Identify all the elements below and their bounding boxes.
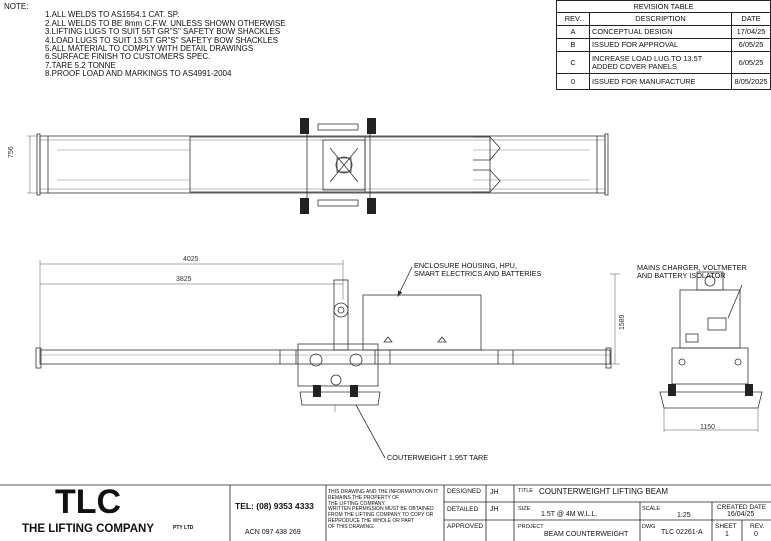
revision-header-rev: REV. xyxy=(556,12,590,26)
callout-charger-line2: AND BATTERY ISOLATOR xyxy=(637,271,726,280)
note-item: 2.ALL WELDS TO BE 8mm C.F.W. UNLESS SHOW… xyxy=(45,18,286,28)
revision-desc: ISSUED FOR APPROVAL xyxy=(589,38,732,52)
designed-value: JH xyxy=(490,489,499,496)
revision-date: 6/05/25 xyxy=(731,51,771,74)
revision-desc: INCREASE LOAD LUG TO 13.5T xyxy=(592,53,703,63)
dim-end-width: 1150 xyxy=(700,424,716,431)
revision-date: 17/04/25 xyxy=(731,25,771,39)
company-logo: TLC xyxy=(55,483,122,521)
note-item: 3.LIFTING LUGS TO SUIT 55T GR"S" SAFETY … xyxy=(45,27,281,37)
copyright-line: OF THIS DRAWING. xyxy=(328,523,375,530)
revision-rev: C xyxy=(556,51,590,74)
note-item: 1.ALL WELDS TO AS1554.1 CAT. SP. xyxy=(45,10,180,20)
callout-counterweight: COUTERWEIGHT 1.95T TARE xyxy=(387,453,489,462)
scale-value: 1:25 xyxy=(677,512,691,519)
note-item: 7.TARE 5.2 TONNE xyxy=(45,60,116,70)
note-item: 5.ALL MATERIAL TO COMPLY WITH DETAIL DRA… xyxy=(45,44,254,54)
revision-header-description: DESCRIPTION xyxy=(589,12,732,26)
notes-block: NOTE: 1.ALL WELDS TO AS1554.1 CAT. SP. 2… xyxy=(4,2,286,79)
revision-desc: ISSUED FOR MANUFACTURE xyxy=(589,73,732,90)
revision-date: 6/05/25 xyxy=(731,38,771,52)
copyright-line: THE LIFTING COMPANY. xyxy=(328,500,386,507)
callout-enclosure-line1: ENCLOSURE HOUSING, HPU, xyxy=(414,261,517,270)
dim-top-width: 756 xyxy=(8,146,15,158)
revision-row: C INCREASE LOAD LUG TO 13.5T ADDED COVER… xyxy=(556,51,771,74)
copyright-notice: THIS DRAWING AND THE INFORMATION ON IT R… xyxy=(328,489,439,531)
revision-rev: A xyxy=(556,25,590,39)
copyright-line: REMAINS THE PROPERTY OF xyxy=(328,494,400,501)
company-tel: TEL: (08) 9353 4333 xyxy=(235,501,314,511)
created-label: CREATED DATE xyxy=(717,504,767,511)
title-label: TITLE xyxy=(518,488,533,494)
copyright-line: FROM THE LIFTING COMPANY TO COPY OR xyxy=(328,512,434,519)
dim-height: 1589 xyxy=(619,314,626,330)
notes-heading: NOTE: xyxy=(4,2,29,11)
revision-row: A CONCEPTUAL DESIGN 17/04/25 xyxy=(556,25,771,39)
callout-enclosure-line2: SMART ELECTRICS AND BATTERIES xyxy=(414,269,542,278)
company-acn: ACN 097 438 269 xyxy=(245,529,301,536)
revision-table: REVISION TABLE REV. DESCRIPTION DATE A C… xyxy=(556,0,771,90)
callout-charger: MAINS CHARGER, VOLTMETER AND BATTERY ISO… xyxy=(637,264,747,280)
designed-label: DESIGNED xyxy=(447,488,481,495)
company-name: THE LIFTING COMPANY xyxy=(22,523,155,535)
dim-lug-length: 3825 xyxy=(176,276,192,283)
copyright-line: REPRODUCE THE WHOLE OR PART xyxy=(328,517,415,524)
project-label: PROJECT xyxy=(518,524,544,530)
revision-rev: B xyxy=(556,38,590,52)
scale-label: SCALE xyxy=(642,506,661,512)
copyright-line: WRITTEN PERMISSION MUST BE OBTAINED xyxy=(328,506,434,513)
revision-table-title: REVISION TABLE xyxy=(556,0,771,13)
revision-row: 0 ISSUED FOR MANUFACTURE 8/05/2025 xyxy=(556,73,771,90)
sheet-value: 1 xyxy=(725,531,729,538)
detailed-value: JH xyxy=(490,506,499,513)
created-value: 16/04/25 xyxy=(727,511,755,518)
end-view xyxy=(659,271,763,432)
rev-value: 0 xyxy=(754,531,758,538)
callout-charger-line1: MAINS CHARGER, VOLTMETER xyxy=(637,263,747,272)
revision-row: B ISSUED FOR APPROVAL 6/05/25 xyxy=(556,38,771,52)
revision-header-date: DATE xyxy=(731,12,771,26)
note-item: 4.LOAD LUGS TO SUIT 13.5T GR"S" SAFETY B… xyxy=(45,35,279,45)
project-value: BEAM COUNTERWEIGHT xyxy=(544,531,629,538)
callout-enclosure: ENCLOSURE HOUSING, HPU, SMART ELECTRICS … xyxy=(414,262,541,278)
revision-rev: 0 xyxy=(556,73,590,90)
dwg-value: TLC 02261-A xyxy=(661,529,703,536)
side-elevation xyxy=(35,260,620,459)
revision-desc-line2: ADDED COVER PANELS xyxy=(592,61,677,71)
revision-date: 8/05/2025 xyxy=(731,73,771,90)
size-label: SIZE xyxy=(518,506,531,512)
rev-label: REV. xyxy=(750,523,765,530)
company-suffix: PTY LTD xyxy=(173,525,194,531)
dim-overall-length: 4025 xyxy=(183,256,199,263)
plan-view xyxy=(27,118,609,214)
revision-desc-cell: INCREASE LOAD LUG TO 13.5T ADDED COVER P… xyxy=(589,51,732,74)
size-value: 1.5T @ 4M W.L.L. xyxy=(541,511,598,518)
revision-desc: CONCEPTUAL DESIGN xyxy=(589,25,732,39)
note-item: 6.SURFACE FINISH TO CUSTOMERS SPEC. xyxy=(45,52,211,62)
sheet-label: SHEET xyxy=(715,523,737,530)
approved-label: APPROVED xyxy=(447,523,484,530)
copyright-line: THIS DRAWING AND THE INFORMATION ON IT xyxy=(328,489,439,495)
dwg-label: DWG xyxy=(642,524,656,530)
title-block-frame xyxy=(0,484,771,541)
title-value: COUNTERWEIGHT LIFTING BEAM xyxy=(539,487,669,496)
note-item: 8.PROOF LOAD AND MARKINGS TO AS4991-2004 xyxy=(45,69,232,79)
detailed-label: DETAILED xyxy=(447,506,479,513)
